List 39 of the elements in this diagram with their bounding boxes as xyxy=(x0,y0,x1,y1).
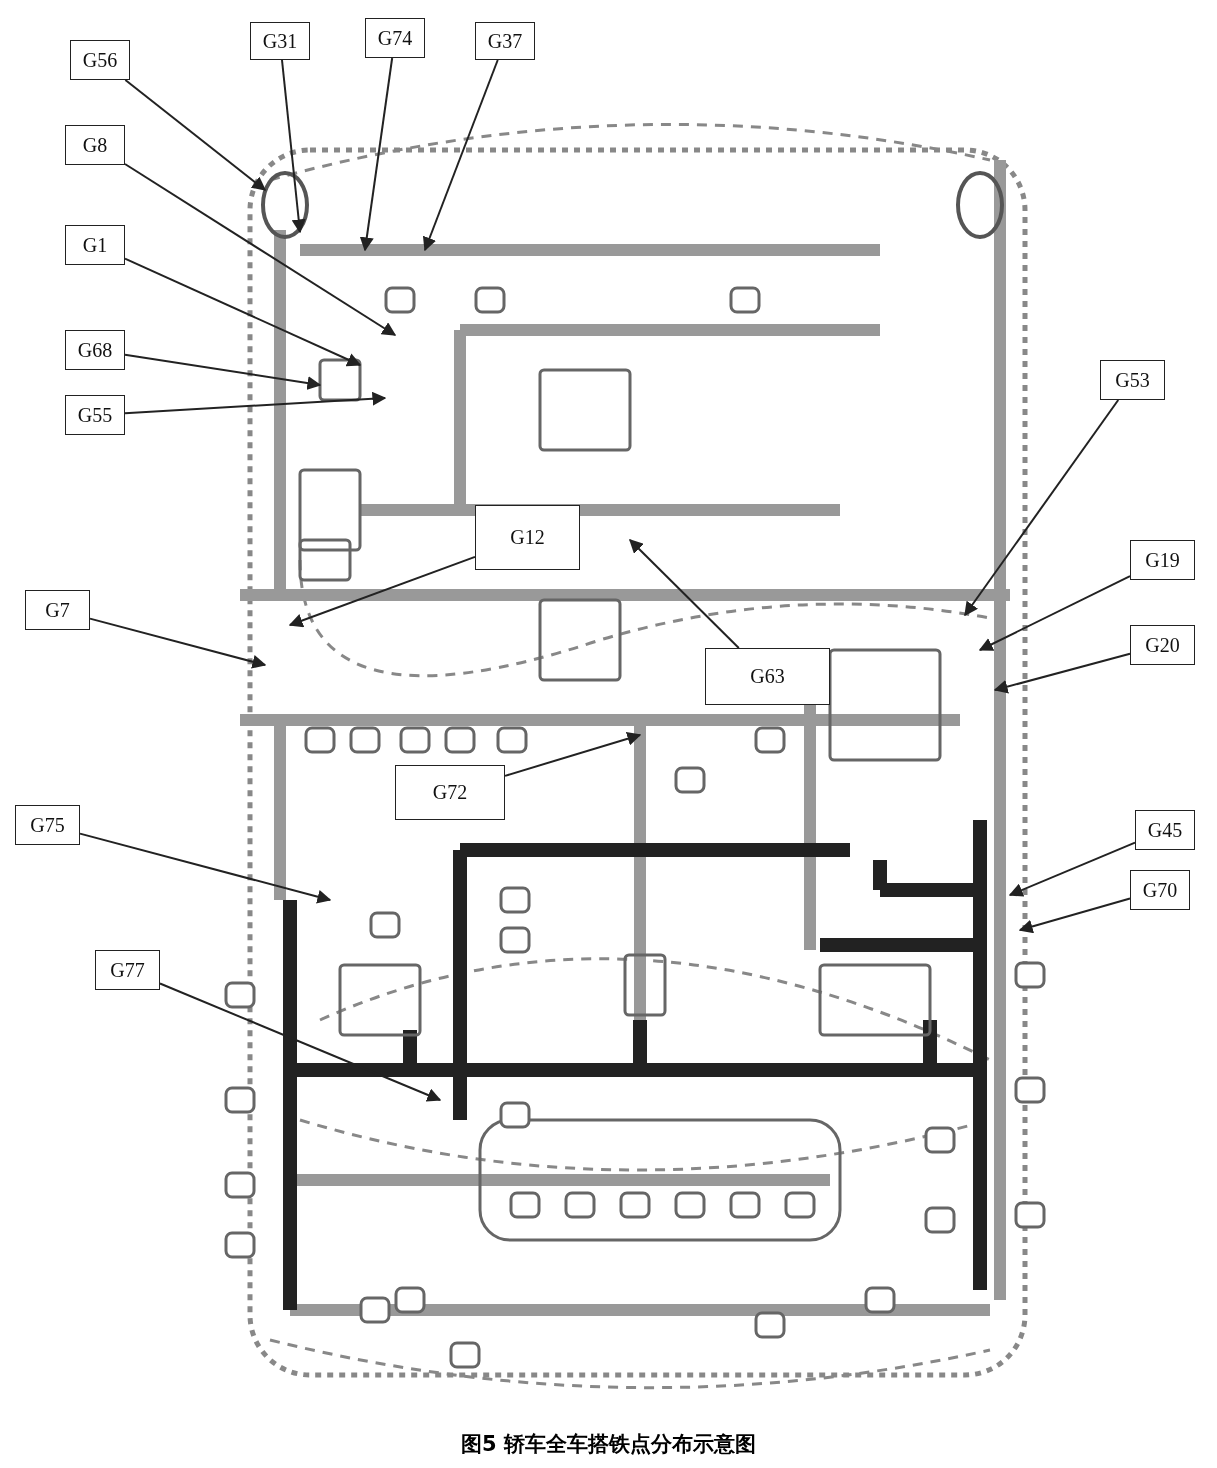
leader-line xyxy=(978,575,1131,651)
callout-label: G63 xyxy=(705,648,830,705)
leader-line xyxy=(964,399,1120,617)
leader-line xyxy=(629,539,740,649)
callout-label: G56 xyxy=(70,40,130,80)
callout-label: G20 xyxy=(1130,625,1195,665)
leader-line xyxy=(504,731,642,777)
callout-label: G12 xyxy=(475,505,580,570)
leader-line xyxy=(422,59,499,252)
leader-line xyxy=(1018,897,1131,934)
leader-line xyxy=(124,353,322,390)
leader-line xyxy=(89,617,267,669)
callout-label: G55 xyxy=(65,395,125,435)
callout-label: G77 xyxy=(95,950,160,990)
callout-label: G68 xyxy=(65,330,125,370)
callout-label: G37 xyxy=(475,22,535,60)
leader-line xyxy=(359,57,394,252)
callout-label: G74 xyxy=(365,18,425,58)
callout-label: G7 xyxy=(25,590,90,630)
callout-label: G75 xyxy=(15,805,80,845)
leader-line xyxy=(281,59,306,234)
callout-label: G31 xyxy=(250,22,310,60)
figure-caption: 图5 轿车全车搭铁点分布示意图 xyxy=(460,1431,757,1458)
callout-label: G19 xyxy=(1130,540,1195,580)
leader-line xyxy=(124,257,362,367)
leader-line xyxy=(79,832,332,904)
leader-line xyxy=(124,391,387,415)
leader-line xyxy=(1008,841,1136,897)
callout-label: G53 xyxy=(1100,360,1165,400)
callout-label: G70 xyxy=(1130,870,1190,910)
callout-label: G8 xyxy=(65,125,125,165)
leader-line xyxy=(124,163,397,336)
callout-label: G45 xyxy=(1135,810,1195,850)
leader-line xyxy=(159,982,442,1102)
leader-line xyxy=(993,652,1131,694)
leader-line xyxy=(288,555,476,628)
callout-label: G1 xyxy=(65,225,125,265)
callout-label: G72 xyxy=(395,765,505,820)
leader-line xyxy=(124,79,267,191)
